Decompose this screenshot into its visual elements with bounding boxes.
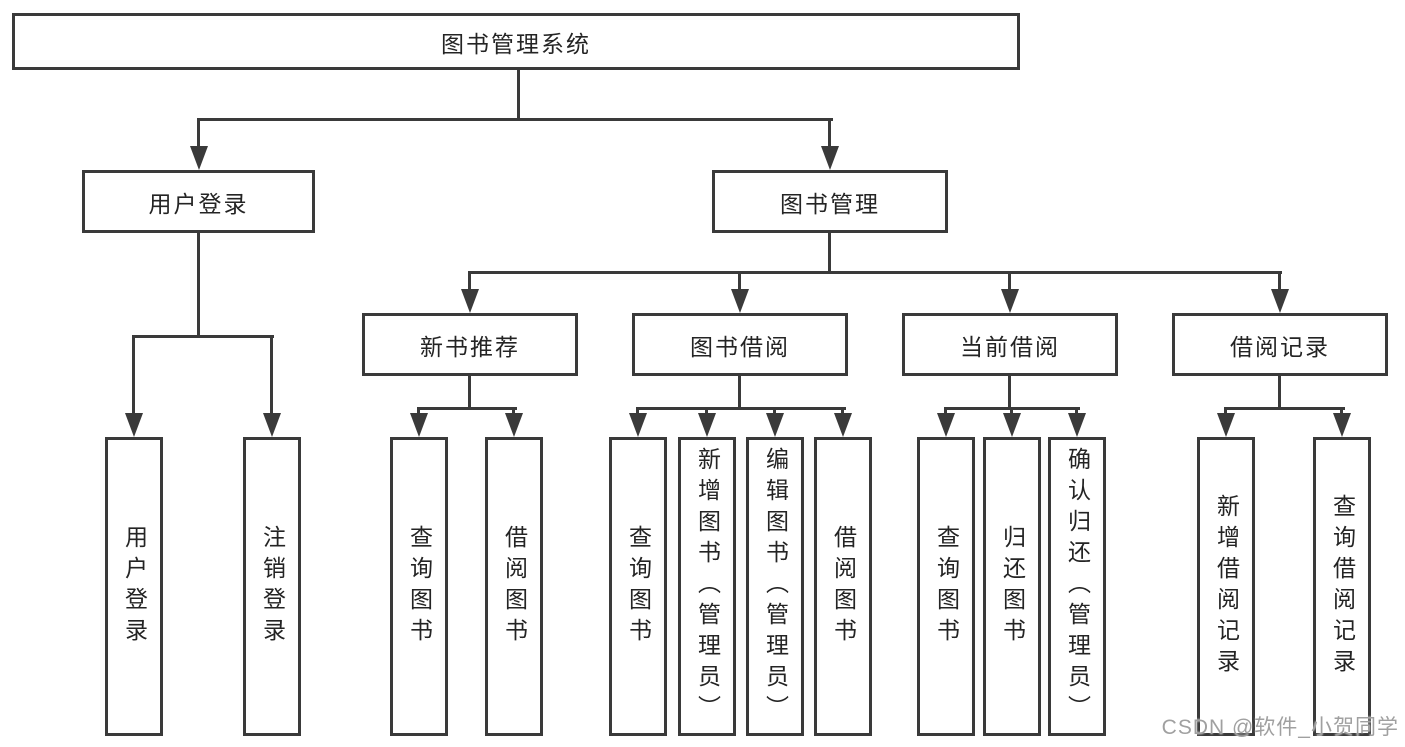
node-book-management: 图书管理 — [712, 170, 948, 233]
connector-line — [417, 407, 420, 417]
connector-line — [1340, 407, 1343, 417]
connector-line — [468, 271, 471, 295]
node-borrow-records: 借阅记录 — [1172, 313, 1388, 376]
leaf-edit-book-admin: 编辑图书（管理员） — [746, 437, 804, 736]
leaf-add-book-admin: 新增图书（管理员） — [678, 437, 736, 736]
connector-line — [773, 407, 776, 417]
connector-line — [197, 118, 200, 150]
arrow-down-icon — [1271, 289, 1289, 313]
arrow-down-icon — [1333, 413, 1351, 437]
connector-line — [636, 407, 639, 417]
connector-line — [738, 271, 741, 295]
node-current-borrow: 当前借阅 — [902, 313, 1118, 376]
leaf-add-borrow-record: 新增借阅记录 — [1197, 437, 1255, 736]
connector-line — [468, 376, 471, 407]
arrow-down-icon — [766, 413, 784, 437]
node-new-book-recommend: 新书推荐 — [362, 313, 578, 376]
csdn-watermark: CSDN @软件_小贺同学 — [1161, 716, 1399, 739]
node-label: 借阅图书 — [830, 524, 857, 649]
leaf-borrow-books: 借阅图书 — [814, 437, 872, 736]
connector-line — [197, 233, 200, 335]
node-label: 查询图书 — [933, 524, 960, 649]
connector-line — [1278, 376, 1281, 407]
node-label: 新增借阅记录 — [1213, 493, 1240, 680]
leaf-borrow-books-recommend: 借阅图书 — [485, 437, 543, 736]
connector-line — [944, 407, 947, 417]
node-book-borrow: 图书借阅 — [632, 313, 848, 376]
arrow-down-icon — [834, 413, 852, 437]
arrow-down-icon — [1001, 289, 1019, 313]
arrow-down-icon — [125, 413, 143, 437]
connector-line — [517, 70, 520, 118]
leaf-query-borrow-record: 查询借阅记录 — [1313, 437, 1371, 736]
node-label: 查询图书 — [406, 524, 433, 649]
arrow-down-icon — [1217, 413, 1235, 437]
node-label: 图书借阅 — [690, 333, 790, 360]
connector-line — [197, 118, 833, 121]
connector-line — [132, 335, 274, 338]
node-label: 查询图书 — [625, 524, 652, 649]
arrow-down-icon — [263, 413, 281, 437]
leaf-logout: 注销登录 — [243, 437, 301, 736]
arrow-down-icon — [461, 289, 479, 313]
connector-line — [1008, 271, 1011, 295]
node-label: 新增图书（管理员） — [694, 447, 721, 726]
arrow-down-icon — [505, 413, 523, 437]
arrow-down-icon — [1003, 413, 1021, 437]
connector-line — [828, 118, 831, 150]
connector-line — [705, 407, 708, 417]
leaf-query-books-borrow: 查询图书 — [609, 437, 667, 736]
leaf-query-books-recommend: 查询图书 — [390, 437, 448, 736]
connector-line — [1010, 407, 1013, 417]
leaf-return-book: 归还图书 — [983, 437, 1041, 736]
connector-line — [132, 335, 135, 417]
connector-line — [841, 407, 844, 417]
node-label: 用户登录 — [148, 190, 249, 217]
node-user-login: 用户登录 — [82, 170, 315, 233]
leaf-confirm-return-admin: 确认归还（管理员） — [1048, 437, 1106, 736]
node-label: 查询借阅记录 — [1329, 493, 1356, 680]
connector-line — [270, 335, 273, 417]
arrow-down-icon — [698, 413, 716, 437]
leaf-user-login: 用户登录 — [105, 437, 163, 736]
arrow-down-icon — [731, 289, 749, 313]
connector-line — [1008, 376, 1011, 407]
leaf-query-books-current: 查询图书 — [917, 437, 975, 736]
connector-line — [1075, 407, 1078, 417]
arrow-down-icon — [821, 146, 839, 170]
node-label: 新书推荐 — [420, 333, 520, 360]
connector-line — [417, 407, 517, 410]
node-label: 借阅记录 — [1230, 333, 1330, 360]
connector-line — [738, 376, 741, 407]
connector-line — [468, 271, 1282, 274]
connector-line — [512, 407, 515, 417]
node-label: 注销登录 — [259, 524, 286, 649]
node-label: 借阅图书 — [501, 524, 528, 649]
connector-line — [1224, 407, 1345, 410]
connector-line — [1278, 271, 1281, 295]
node-label: 用户登录 — [121, 524, 148, 649]
connector-line — [1224, 407, 1227, 417]
node-library-system: 图书管理系统 — [12, 13, 1020, 70]
node-label: 图书管理 — [780, 190, 880, 217]
node-label: 当前借阅 — [960, 333, 1060, 360]
arrow-down-icon — [410, 413, 428, 437]
node-label: 归还图书 — [999, 524, 1026, 649]
node-label: 编辑图书（管理员） — [762, 447, 789, 726]
node-label: 图书管理系统 — [441, 30, 591, 57]
arrow-down-icon — [190, 146, 208, 170]
connector-line — [828, 233, 831, 271]
arrow-down-icon — [1068, 413, 1086, 437]
arrow-down-icon — [937, 413, 955, 437]
connector-line — [636, 407, 846, 410]
node-label: 确认归还（管理员） — [1064, 447, 1091, 726]
arrow-down-icon — [629, 413, 647, 437]
